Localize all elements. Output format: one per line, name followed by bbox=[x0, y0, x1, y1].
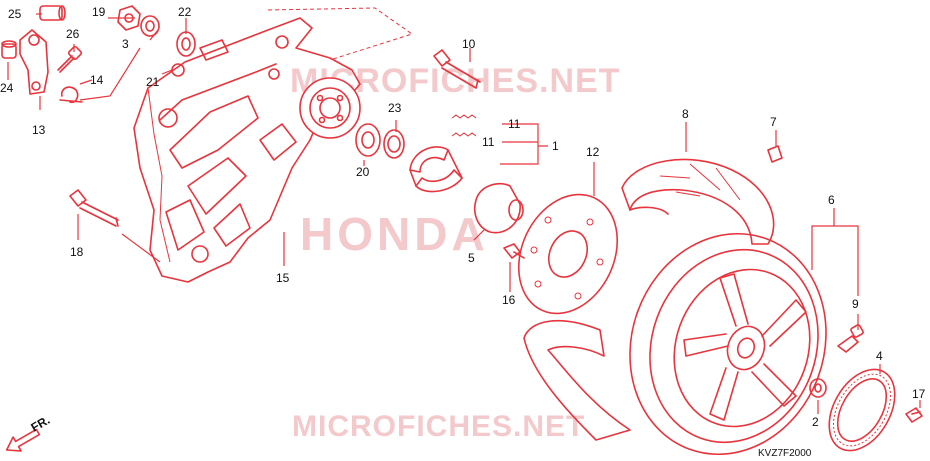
callout-26: 26 bbox=[66, 27, 80, 41]
callout-24: 24 bbox=[0, 81, 14, 95]
callout-8: 8 bbox=[682, 107, 689, 121]
diagram-code: KVZ7F2000 bbox=[758, 448, 812, 459]
callout-14: 14 bbox=[90, 73, 104, 87]
callout-3: 3 bbox=[122, 37, 129, 51]
bolt-18 bbox=[69, 189, 119, 227]
callout-15: 15 bbox=[276, 271, 290, 285]
brake-disc-12 bbox=[517, 193, 619, 315]
callout-11b: 11 bbox=[482, 135, 495, 149]
callout-20: 20 bbox=[356, 165, 370, 179]
bearing-20 bbox=[355, 123, 381, 157]
wheel-6 bbox=[629, 232, 827, 456]
collar-25 bbox=[39, 5, 66, 21]
callout-18: 18 bbox=[70, 245, 84, 259]
callout-16: 16 bbox=[502, 293, 516, 307]
callout-6: 6 bbox=[828, 193, 835, 207]
watermark-center: HONDA bbox=[300, 208, 489, 260]
bush-24 bbox=[1, 40, 17, 59]
oil-seal-23 bbox=[383, 129, 405, 159]
watermark-bottom: MICROFICHES.NET bbox=[292, 410, 585, 443]
callout-17: 17 bbox=[912, 387, 926, 401]
clip-7 bbox=[767, 145, 783, 163]
callout-22: 22 bbox=[178, 5, 192, 19]
callout-9: 9 bbox=[852, 297, 859, 311]
callout-13: 13 bbox=[32, 123, 46, 137]
callout-7: 7 bbox=[770, 115, 777, 129]
swing-arm bbox=[133, 17, 361, 283]
bolt-10 bbox=[433, 49, 481, 89]
callout-4: 4 bbox=[876, 349, 883, 363]
tire-8 bbox=[523, 158, 775, 441]
bearing-22 bbox=[176, 31, 196, 57]
bolt-9 bbox=[837, 324, 864, 353]
brake-shoes bbox=[409, 146, 463, 193]
callout-21: 21 bbox=[146, 75, 160, 89]
nut-19 bbox=[117, 5, 141, 31]
pulse-ring-4 bbox=[828, 368, 896, 452]
callout-12: 12 bbox=[586, 145, 600, 159]
callout-11a: 11 bbox=[508, 117, 521, 131]
callout-25: 25 bbox=[8, 7, 22, 21]
callout-5: 5 bbox=[468, 251, 475, 265]
clamp-14 bbox=[59, 86, 83, 104]
callout-2: 2 bbox=[812, 415, 819, 429]
bolt-26 bbox=[57, 45, 83, 73]
collar-2 bbox=[809, 378, 827, 398]
leader-lines bbox=[7, 13, 921, 414]
springs-11 bbox=[451, 114, 477, 137]
link-bracket bbox=[19, 29, 49, 95]
bolt-17 bbox=[905, 407, 923, 423]
collar-3 bbox=[140, 15, 160, 37]
callout-10: 10 bbox=[462, 37, 476, 51]
front-direction-arrow bbox=[5, 428, 41, 452]
callout-23: 23 bbox=[388, 101, 402, 115]
drum-5 bbox=[474, 182, 524, 234]
callout-19: 19 bbox=[92, 5, 106, 19]
callout-1: 1 bbox=[552, 139, 559, 153]
